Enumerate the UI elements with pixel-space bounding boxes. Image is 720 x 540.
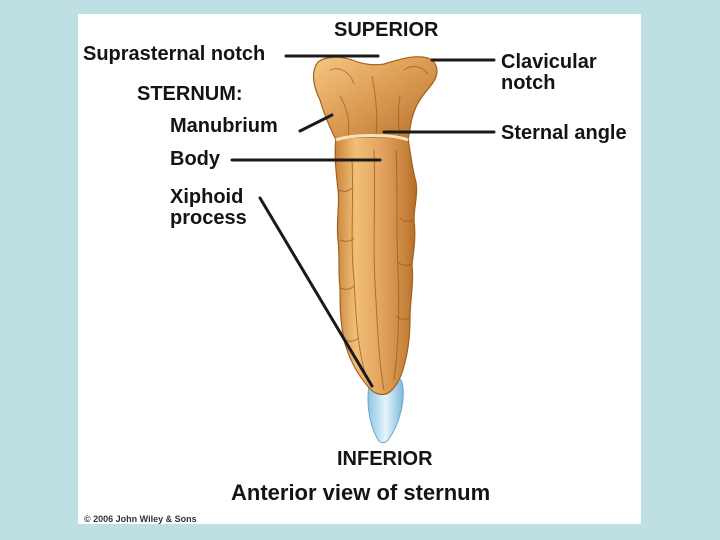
leader-lines	[230, 54, 496, 388]
label-inferior: INFERIOR	[337, 448, 433, 470]
label-sternum-heading: STERNUM:	[137, 83, 243, 105]
copyright-notice: © 2006 John Wiley & Sons	[84, 514, 197, 524]
label-clavicular-notch: Clavicular notch	[501, 51, 597, 94]
manubrium-texture	[329, 66, 429, 137]
label-body: Body	[170, 148, 220, 170]
leader-xiphoid-process	[258, 196, 374, 388]
label-manubrium: Manubrium	[170, 115, 278, 137]
label-xiphoid-process: Xiphoid process	[170, 186, 247, 229]
figure-title: Anterior view of sternum	[231, 480, 491, 505]
leader-manubrium	[298, 113, 334, 133]
label-superior: SUPERIOR	[334, 19, 439, 41]
label-suprasternal-notch: Suprasternal notch	[83, 43, 266, 65]
label-sternal-angle: Sternal angle	[501, 122, 627, 144]
sternal-angle-ridge	[335, 134, 409, 142]
sternum-body-shape	[334, 134, 418, 396]
